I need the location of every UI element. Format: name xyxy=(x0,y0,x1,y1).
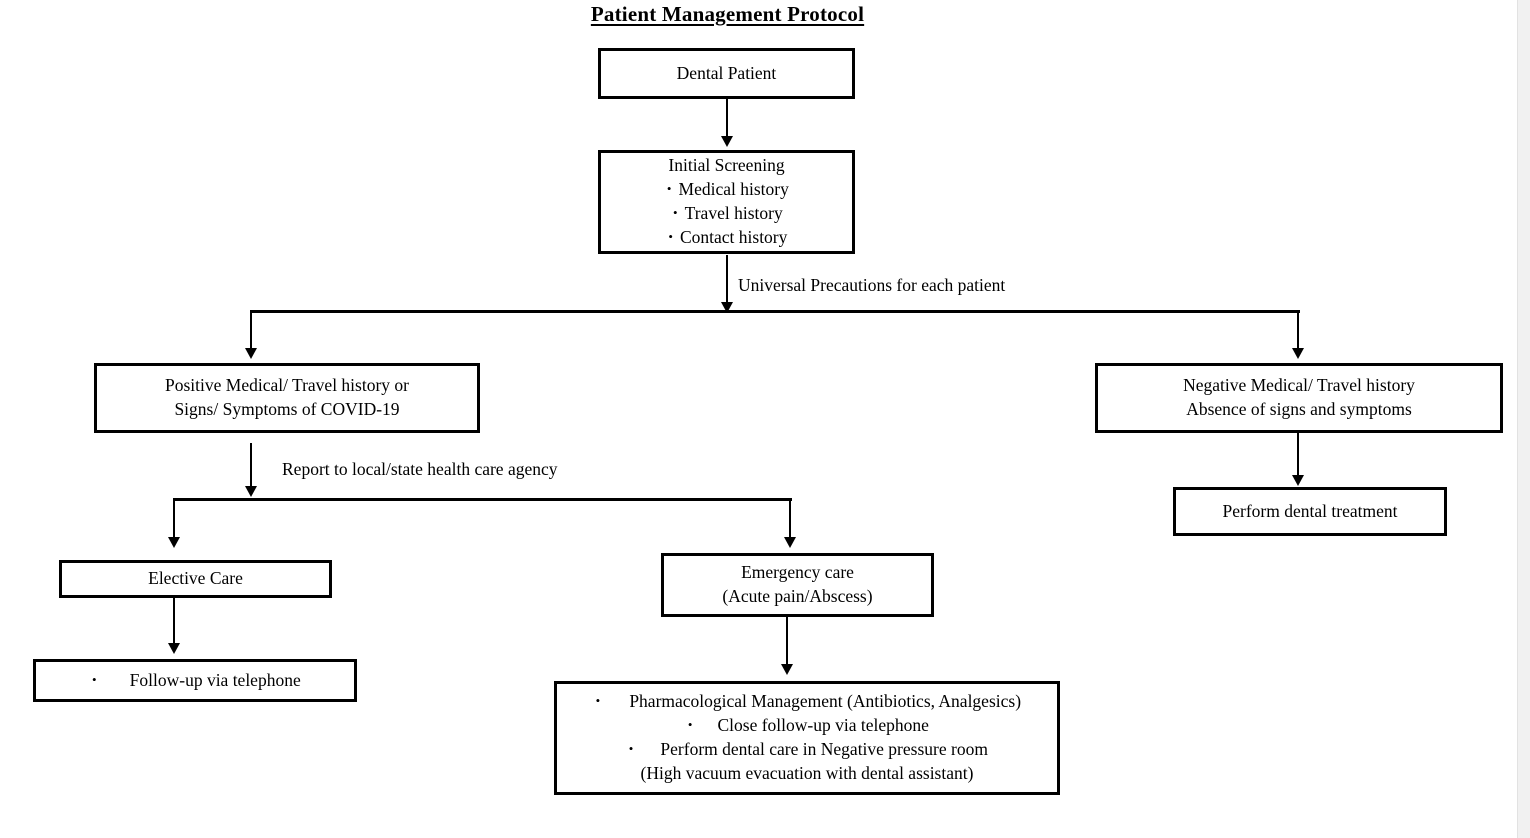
node-perform-dental-treatment-label: Perform dental treatment xyxy=(1222,500,1398,521)
node-perform-dental-treatment[interactable]: Perform dental treatment xyxy=(1173,487,1447,536)
arrowhead-bus2-right-branch xyxy=(784,537,796,548)
node-emergency-care[interactable]: Emergency care (Acute pain/Abscess) xyxy=(661,553,934,617)
node-initial-screening-item-1: • Travel history xyxy=(670,202,783,226)
connector-screening-to-bus1 xyxy=(726,255,728,308)
arrowhead-positive-to-bus2 xyxy=(245,486,257,497)
bullet-icon: • xyxy=(628,741,634,756)
connector-bus2-left-branch xyxy=(173,498,175,543)
node-elective-followup-item-0: • Follow-up via telephone xyxy=(89,669,301,693)
arrowhead-elective-to-followup xyxy=(168,643,180,654)
connector-dental-to-screening xyxy=(726,99,728,139)
node-dental-patient-label: Dental Patient xyxy=(676,62,777,83)
node-emergency-management[interactable]: • Pharmacological Management (Antibiotic… xyxy=(554,681,1060,795)
bullet-icon: • xyxy=(668,228,673,244)
arrowhead-bus1-left-branch xyxy=(245,348,257,359)
bullet-icon: • xyxy=(91,671,97,687)
connector-bus2-right-branch xyxy=(789,498,791,543)
bullet-icon: • xyxy=(666,181,672,197)
node-initial-screening[interactable]: Initial Screening • Medical history • Tr… xyxy=(598,150,855,254)
bullet-icon: • xyxy=(673,205,678,220)
page-title: Patient Management Protocol xyxy=(590,2,865,26)
connector-bus1-right-branch xyxy=(1297,310,1299,354)
node-initial-screening-item-0: • Medical history xyxy=(664,178,789,202)
node-negative-history[interactable]: Negative Medical/ Travel history Absence… xyxy=(1095,363,1503,433)
node-emergency-care-line2: (Acute pain/Abscess) xyxy=(722,586,873,606)
edge-label-universal-precautions: Universal Precautions for each patient xyxy=(738,275,1006,295)
arrowhead-dental-to-screening xyxy=(721,136,733,147)
edge-label-report-agency: Report to local/state health care agency xyxy=(282,459,558,479)
connector-negative-to-treatment xyxy=(1297,433,1299,481)
node-elective-care-label: Elective Care xyxy=(148,568,243,589)
node-dental-patient[interactable]: Dental Patient xyxy=(598,48,855,99)
node-initial-screening-heading: Initial Screening xyxy=(668,155,785,176)
bus-line-care-split xyxy=(174,498,792,501)
node-negative-history-line2: Absence of signs and symptoms xyxy=(1186,399,1412,419)
arrowhead-negative-to-treatment xyxy=(1292,475,1304,486)
arrowhead-screening-to-bus1 xyxy=(721,302,733,313)
bullet-icon: • xyxy=(595,693,601,709)
connector-bus1-left-branch xyxy=(250,310,252,354)
arrowhead-emergency-to-management xyxy=(781,664,793,675)
page-right-edge xyxy=(1517,0,1530,838)
node-emergency-management-item-1: • Close follow-up via telephone xyxy=(685,714,929,738)
bus-line-screening-split xyxy=(251,310,1300,313)
connector-positive-to-bus2 xyxy=(250,443,252,492)
node-emergency-management-item-0: • Pharmacological Management (Antibiotic… xyxy=(593,690,1021,714)
node-negative-history-line1: Negative Medical/ Travel history xyxy=(1183,375,1415,396)
node-initial-screening-item-2: • Contact history xyxy=(666,226,787,250)
arrowhead-bus1-right-branch xyxy=(1292,348,1304,359)
node-emergency-management-item-2: • Perform dental care in Negative pressu… xyxy=(626,738,988,762)
bullet-icon: • xyxy=(687,717,693,733)
node-positive-history[interactable]: Positive Medical/ Travel history or Sign… xyxy=(94,363,480,433)
node-positive-history-line1: Positive Medical/ Travel history or xyxy=(164,375,410,396)
node-elective-followup[interactable]: • Follow-up via telephone xyxy=(33,659,357,702)
connector-elective-to-followup xyxy=(173,598,175,648)
node-emergency-management-continuation: (High vacuum evacuation with dental assi… xyxy=(640,762,974,783)
arrowhead-bus2-left-branch xyxy=(168,537,180,548)
node-emergency-care-line1: Emergency care xyxy=(741,562,854,583)
node-positive-history-line2: Signs/ Symptoms of COVID-19 xyxy=(174,399,400,419)
connector-emergency-to-management xyxy=(786,617,788,669)
node-elective-care[interactable]: Elective Care xyxy=(59,560,332,598)
